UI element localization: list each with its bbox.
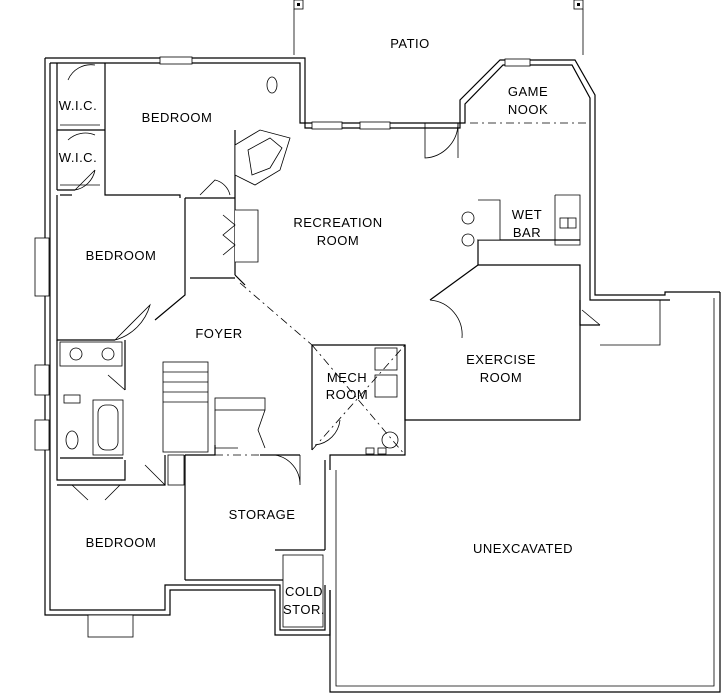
foyer-label: FOYER	[195, 326, 242, 341]
game-nook-label-2: NOOK	[508, 102, 548, 117]
wet-bar-label: WET	[512, 207, 542, 222]
interior-walls	[56, 63, 600, 581]
windows	[34, 56, 531, 638]
patio-posts	[293, 0, 584, 55]
mech-fixtures	[365, 347, 399, 455]
storage-label: STORAGE	[229, 507, 296, 522]
unexcavated-label: UNEXCAVATED	[473, 541, 573, 556]
exercise-room-label-2: ROOM	[480, 370, 522, 385]
boundary-lines	[215, 122, 590, 456]
stairs	[162, 361, 266, 453]
patio-label: PATIO	[390, 36, 430, 51]
exercise-room-label: EXERCISE	[466, 352, 536, 367]
door-swings	[67, 64, 601, 501]
recreation-room-label-2: ROOM	[317, 233, 359, 248]
mech-room-label-2: ROOM	[326, 387, 368, 402]
game-nook-label: GAME	[508, 84, 548, 99]
bedroom-3-label: BEDROOM	[86, 535, 157, 550]
bedroom-2-label: BEDROOM	[86, 248, 157, 263]
cold-storage-label-2: STOR.	[283, 602, 325, 617]
bedroom-1-label: BEDROOM	[142, 110, 213, 125]
cold-storage-label: COLD	[285, 584, 323, 599]
wic-1-label: W.I.C.	[59, 98, 97, 113]
exterior-walls	[44, 57, 721, 693]
room-labels: PATIO GAME NOOK BEDROOM W.I.C. W.I.C. RE…	[59, 36, 573, 617]
details	[60, 76, 661, 628]
wic-2-label: W.I.C.	[59, 150, 97, 165]
mech-room-label: MECH	[327, 370, 367, 385]
wet-bar-label-2: BAR	[513, 225, 541, 240]
bathroom-fixtures	[59, 341, 124, 459]
recreation-room-label: RECREATION	[293, 215, 382, 230]
